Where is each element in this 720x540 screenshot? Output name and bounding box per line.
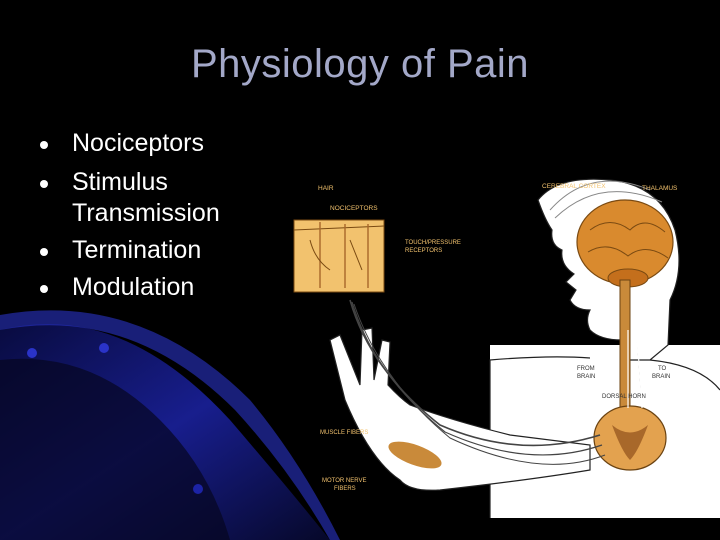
- slide-title: Physiology of Pain: [190, 42, 530, 86]
- pain-pathway-illustration: HAIR NOCICEPTORS TOUCH/PRESSURE RECEPTOR…: [290, 170, 720, 518]
- label-to-brain: TO: [658, 366, 667, 372]
- label-nociceptors: NOCICEPTORS: [330, 205, 378, 212]
- label-hair: HAIR: [318, 185, 334, 192]
- bullet-text: Modulation: [72, 273, 195, 301]
- bullet-text: Stimulus Transmission: [72, 168, 220, 227]
- bullet-item: Modulation: [40, 272, 290, 303]
- bullet-item: Termination: [40, 235, 290, 266]
- label-thalamus: THALAMUS: [642, 185, 678, 192]
- label-from-brain-2: BRAIN: [577, 374, 595, 380]
- bullet-dot-icon: [40, 248, 48, 256]
- label-motor-nerve-2: FIBERS: [334, 486, 356, 492]
- label-from-brain: FROM: [577, 366, 595, 372]
- label-motor-nerve: MOTOR NERVE: [322, 478, 366, 484]
- bullet-text: Nociceptors: [72, 129, 204, 157]
- bullet-dot-icon: [40, 285, 48, 293]
- label-cerebral-cortex: CEREBRAL CORTEX: [542, 183, 606, 190]
- label-dorsal-horn: DORSAL HORN: [602, 394, 646, 400]
- bullet-item: Nociceptors: [40, 128, 290, 159]
- label-receptors: RECEPTORS: [405, 248, 442, 254]
- skin-cross-section: [293, 219, 385, 293]
- bullet-item: Stimulus Transmission: [40, 167, 290, 229]
- bullet-list: Nociceptors Stimulus Transmission Termin…: [40, 128, 290, 311]
- bullet-text: Termination: [72, 236, 202, 264]
- bullet-dot-icon: [40, 141, 48, 149]
- label-touch-pressure: TOUCH/PRESSURE: [405, 240, 461, 246]
- label-muscle-fibers: MUSCLE FIBERS: [320, 430, 368, 436]
- label-to-brain-2: BRAIN: [652, 374, 670, 380]
- bullet-dot-icon: [40, 180, 48, 188]
